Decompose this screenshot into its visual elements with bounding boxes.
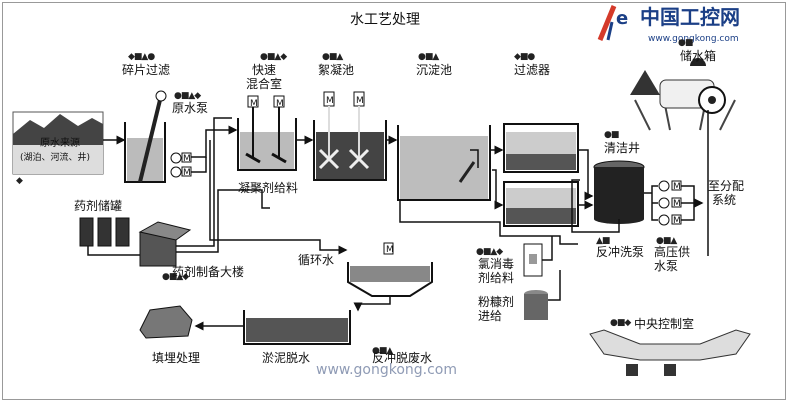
fast-mix-chamber — [237, 95, 297, 171]
marks-raw-source: ◆ — [16, 176, 23, 186]
marks-backwash-pump: ▲■ — [596, 236, 610, 246]
label-storage-tank: 储水箱 — [680, 49, 717, 63]
chlorine-feeder — [523, 243, 543, 277]
label-raw-pump: 原水泵 — [172, 101, 209, 115]
landfill — [139, 305, 193, 339]
label-carbon-1: 粉糠剂 — [478, 295, 515, 309]
label-backwash-waste: 反冲脱废水 — [372, 351, 433, 365]
motor-label-hp-2: M — [673, 199, 681, 209]
storage-tank — [630, 58, 736, 131]
raw-water-pumps — [170, 152, 192, 178]
marks-backwash-waste: ●■▲ — [372, 346, 393, 356]
control-room — [589, 329, 751, 376]
label-chem-tank: 药剂储罐 — [74, 199, 123, 213]
marks-chlorine: ●■▲◆ — [476, 247, 503, 257]
motor-label-hp-3: M — [673, 216, 681, 226]
recycle-clarifier — [347, 242, 433, 297]
motor-label-mix-1: M — [250, 99, 258, 109]
watermark-url-top: www.gongkong.com — [648, 34, 739, 44]
motor-label-hp-1: M — [673, 182, 681, 192]
marks-control-room: ●■◆ — [610, 318, 631, 328]
motor-label-raw-pump-1: M — [183, 154, 191, 164]
label-raw-source-2: (湖泊、河流、井) — [20, 153, 91, 163]
label-chlorine-2: 剂给料 — [478, 271, 515, 285]
label-distribution-2: 系统 — [712, 193, 737, 207]
motor-label-raw-pump-2: M — [183, 168, 191, 178]
chemical-tanks — [79, 217, 192, 267]
shredder-tank — [124, 90, 167, 183]
label-chem-building: 药剂制备大楼 — [172, 265, 245, 279]
sludge-dewatering — [243, 310, 351, 345]
label-fast-mix-1: 快速 — [252, 63, 277, 77]
marks-chem-building: ●■▲◆ — [162, 272, 189, 282]
label-sludge: 淤泥脱水 — [262, 351, 311, 365]
clear-well — [593, 160, 645, 224]
label-clear-well: 清洁井 — [604, 141, 641, 155]
label-fast-mix-2: 混合室 — [246, 77, 283, 91]
label-shredder: 碎片过滤 — [122, 63, 171, 77]
label-recycle-water: 循环水 — [298, 253, 335, 267]
raw-water-source — [12, 111, 104, 175]
sedimentation-basin — [397, 125, 491, 201]
label-hp-pump-1: 高压供 — [654, 245, 691, 259]
marks-hp-pump: ●■▲ — [656, 236, 677, 246]
watermark-brand: 中国工控网 — [640, 5, 740, 29]
marks-shredder: ◆■▲● — [128, 52, 155, 62]
marks-clear-well: ●■ — [604, 130, 619, 140]
label-hp-pump-2: 水泵 — [654, 259, 679, 273]
label-landfill: 填埋处理 — [152, 351, 201, 365]
watermark-logo-e: e — [616, 8, 629, 29]
marks-filter: ◆■● — [514, 52, 535, 62]
marks-fast-mix: ●■▲◆ — [260, 52, 287, 62]
motor-label-floc-1: M — [326, 96, 334, 106]
flow-lines — [87, 110, 709, 331]
label-distribution-1: 至分配 — [708, 179, 745, 193]
label-carbon-2: 进给 — [478, 309, 503, 323]
motor-label-clarifier: M — [386, 245, 394, 255]
motor-label-mix-2: M — [276, 99, 284, 109]
brand-logo — [597, 5, 617, 41]
marks-storage-tank: ●■ — [678, 38, 693, 48]
marks-flocculation: ●■▲ — [322, 52, 343, 62]
label-flocculation: 絮凝池 — [318, 63, 355, 77]
motor-label-floc-2: M — [356, 96, 364, 106]
watermark-url-bottom: www.gongkong.com — [316, 362, 458, 378]
distribution-pumps — [658, 180, 682, 226]
marks-sedimentation: ●■▲ — [418, 52, 439, 62]
marks-raw-pump: ●■▲◆ — [174, 91, 201, 101]
label-backwash-pump: 反冲洗泵 — [596, 245, 645, 259]
label-chlorine-1: 氯消毒 — [478, 257, 515, 271]
flocculation-basin — [313, 91, 387, 181]
label-coagulant-feed: 凝聚剂给料 — [238, 181, 299, 195]
carbon-feeder — [524, 290, 548, 320]
filters — [503, 123, 579, 227]
label-filter: 过滤器 — [514, 63, 551, 77]
label-raw-source-1: 原水来源 — [40, 138, 80, 149]
label-control-room: 中央控制室 — [634, 317, 695, 331]
diagram-title: 水工艺处理 — [350, 12, 420, 28]
label-sedimentation: 沉淀池 — [416, 63, 453, 77]
